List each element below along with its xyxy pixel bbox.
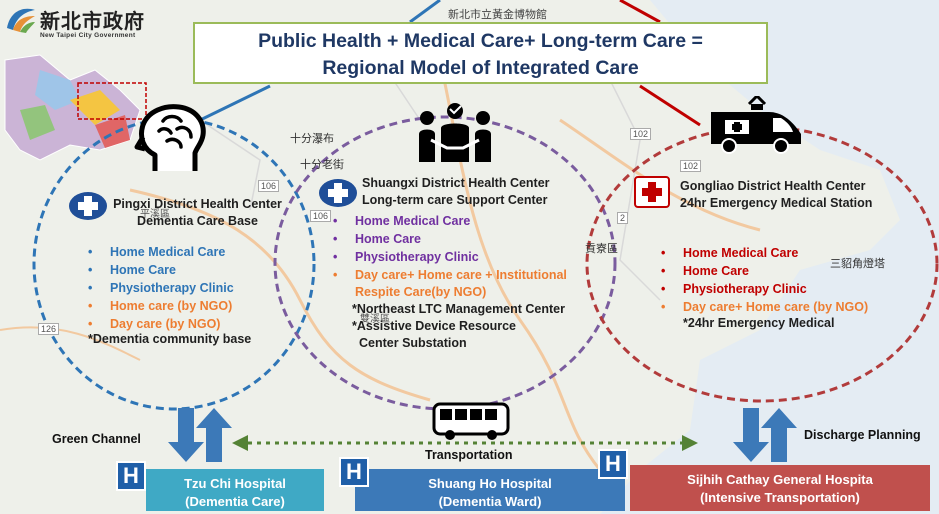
gongliao-note: *24hr Emergency Medical [683,316,835,330]
list-item: Home Medical Care [661,244,868,262]
shuang-ho-hospital-box: Shuang Ho Hospital (Dementia Ward) [355,469,625,511]
map-label: 貢寮區 [585,243,618,255]
list-item: Day care (by NGO) [88,315,234,333]
hospital-name: Sijhih Cathay General Hospita [687,472,873,487]
community-care-icon [419,103,491,162]
transportation-label: Transportation [425,448,513,462]
city-emblem-icon [7,8,35,33]
pingxi-note: *Dementia community base [88,332,252,346]
shuangxi-header: Shuangxi District Health Center Long-ter… [362,175,550,209]
ambulance-icon [711,96,801,154]
road-marker: 106 [258,180,280,192]
map-label: 十分瀑布 [290,133,334,145]
gongliao-header: Gongliao District Health Center 24hr Eme… [680,178,872,212]
cathay-hospital-box: Sijhih Cathay General Hospita (Intensive… [630,465,930,511]
shuangxi-note-1: *Northeast LTC Management Center [352,302,565,316]
road-marker: 106 [310,210,332,222]
bus-icon [432,402,510,440]
list-item: Home Care [88,261,234,279]
hospital-name: Tzu Chi Hospital [184,476,286,491]
pingxi-header-line-2: Dementia Care Base [137,214,258,228]
hospital-sub: (Intensive Transportation) [700,490,860,505]
hospital-h-icon: H [116,461,146,491]
road-marker: 102 [680,160,702,172]
red-cross-icon [634,176,670,208]
shuangxi-header-line-1: Shuangxi District Health Center [362,176,550,190]
shuangxi-note-3: Center Substation [359,336,467,350]
list-item: Physiotherapy Clinic [88,279,234,297]
road-marker: 2 [617,212,629,224]
hospital-sub: (Dementia Ward) [438,494,542,509]
gongliao-services: Home Medical Care Home Care Physiotherap… [661,244,868,316]
logo [4,4,38,39]
list-item: Home care (by NGO) [88,297,234,315]
hospital-sub: (Dementia Care) [185,494,285,509]
logo-title: 新北市政府 [40,9,145,33]
hospital-h-icon: H [598,449,628,479]
road-marker: 102 [630,128,652,140]
health-cross-icon [69,192,107,220]
title-box: Public Health + Medical Care+ Long-term … [193,22,768,84]
map-label: 雙溪區 [360,314,390,325]
shuangxi-services: Home Medical Care Home Care Physiotherap… [333,212,567,284]
logo-subtitle: New Taipei City Government [40,32,136,39]
green-channel-label: Green Channel [52,432,141,446]
green-channel-arrows [168,408,232,462]
health-cross-icon [319,179,357,207]
transport-dotted-arrow [232,435,698,451]
shuangxi-header-line-2: Long-term care Support Center [362,193,548,207]
list-item: Day care+ Home care + Institutional [333,266,567,284]
title-line-2: Regional Model of Integrated Care [322,57,639,79]
list-item: Day care+ Home care (by NGO) [661,298,868,316]
list-item: Home Medical Care [88,243,234,261]
tzu-chi-hospital-box: Tzu Chi Hospital (Dementia Care) [146,469,324,511]
discharge-planning-label: Discharge Planning [804,428,921,442]
pingxi-header-line-1: Pingxi District Health Center [113,197,282,211]
gongliao-header-line-2: 24hr Emergency Medical Station [680,196,873,210]
list-item: Physiotherapy Clinic [333,248,567,266]
shuangxi-note-2: *Assistive Device Resource [352,319,516,333]
brain-head-icon [134,104,206,171]
list-item: Home Care [333,230,567,248]
list-item: Home Care [661,262,868,280]
title-line-1: Public Health + Medical Care+ Long-term … [258,30,703,52]
pingxi-services: Home Medical Care Home Care Physiotherap… [88,243,234,333]
map-label: 十分老街 [300,159,344,171]
pingxi-header: Pingxi District Health Center Dementia C… [110,196,285,230]
discharge-arrows [733,408,797,462]
road-marker: 126 [38,323,60,335]
list-item: Home Medical Care [333,212,567,230]
map-label: 平溪區 [140,209,170,220]
gongliao-header-line-1: Gongliao District Health Center [680,179,866,193]
hospital-name: Shuang Ho Hospital [428,476,552,491]
shuangxi-item-continuation: Respite Care(by NGO) [355,285,487,299]
hospital-h-icon: H [339,457,369,487]
list-item: Physiotherapy Clinic [661,280,868,298]
map-label: 新北市立黃金博物館 [448,9,547,21]
